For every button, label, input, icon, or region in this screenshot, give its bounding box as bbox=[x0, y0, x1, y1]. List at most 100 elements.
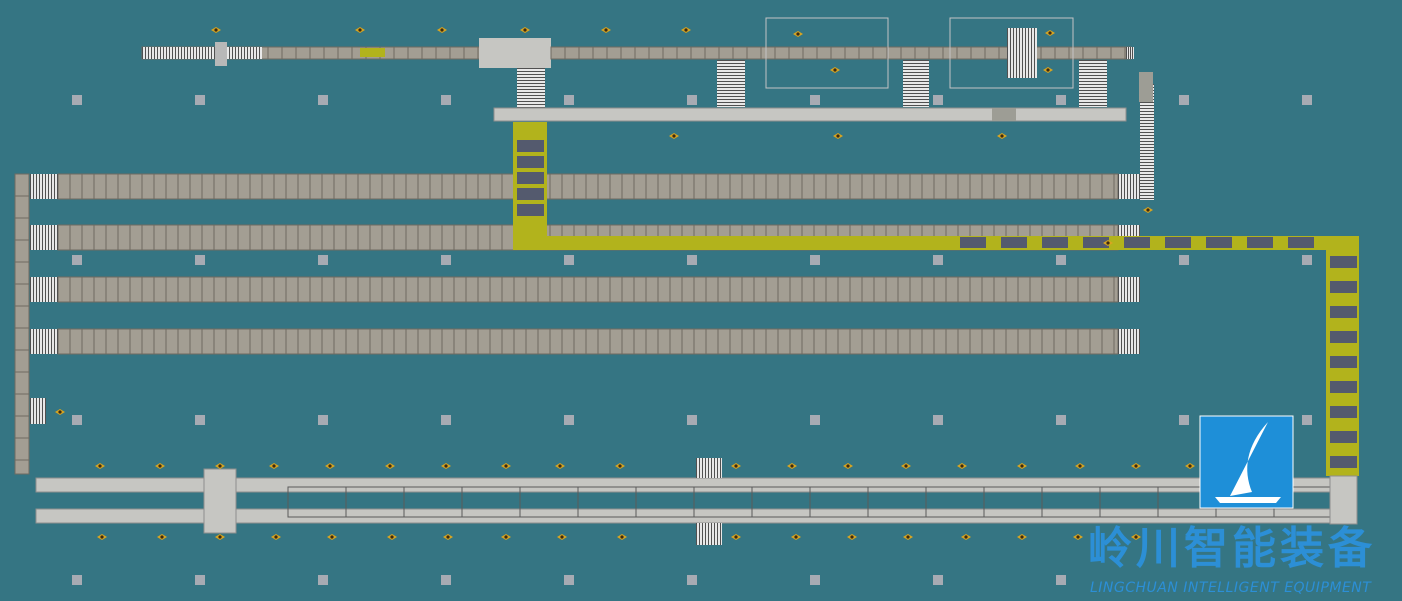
bottom-bottom-roller-stripe bbox=[702, 523, 703, 545]
transfer-roller-1-stripe bbox=[517, 104, 545, 105]
operator-icon-head bbox=[618, 464, 622, 468]
operator-icon-head bbox=[504, 464, 508, 468]
pillar bbox=[72, 415, 82, 425]
operator-icon-head bbox=[218, 535, 222, 539]
top-line-roller-section-stripe bbox=[187, 47, 188, 59]
logo-badge bbox=[1199, 415, 1294, 509]
workcell-frame-2 bbox=[949, 17, 1074, 89]
transfer-roller-3-stripe bbox=[903, 72, 929, 73]
right-vertical-roller-stripe bbox=[1140, 186, 1154, 187]
right-vertical-roller-stripe bbox=[1140, 192, 1154, 193]
pillar bbox=[810, 575, 820, 585]
route-carrier bbox=[1330, 406, 1357, 418]
operator-icon-head bbox=[833, 68, 837, 72]
buffer-line-exit-4-stripe bbox=[1121, 329, 1122, 354]
transfer-roller-2-stripe bbox=[717, 66, 745, 67]
buffer-line-1 bbox=[57, 173, 1119, 200]
transfer-roller-1-stripe bbox=[517, 101, 545, 102]
operator-icon-head bbox=[560, 535, 564, 539]
operator-icon-head bbox=[960, 464, 964, 468]
transfer-roller-4-stripe bbox=[1079, 93, 1107, 94]
transfer-roller-1-stripe bbox=[517, 74, 545, 75]
buffer-line-entry-2-stripe bbox=[33, 225, 34, 250]
operator-icon-head bbox=[1134, 535, 1138, 539]
right-vertical-roller-stripe bbox=[1140, 129, 1154, 130]
transfer-roller-3-stripe bbox=[903, 84, 929, 85]
right-vertical-roller-stripe bbox=[1140, 147, 1154, 148]
transfer-roller-3-stripe bbox=[903, 78, 929, 79]
buffer-line-entry-1-stripe bbox=[39, 174, 40, 199]
workcell-roller-table-stripe bbox=[1031, 28, 1032, 78]
pillar bbox=[441, 255, 451, 265]
top-line-roller-section-stripe bbox=[142, 47, 143, 59]
top-line-roller-section-stripe bbox=[259, 47, 260, 59]
transfer-roller-2-stripe bbox=[717, 84, 745, 85]
route-carrier bbox=[517, 156, 544, 168]
pillar bbox=[72, 255, 82, 265]
operator-icon-head bbox=[100, 535, 104, 539]
buffer-line-entry-3-stripe bbox=[36, 277, 37, 302]
company-name-cn: 岭川智能装备 bbox=[1088, 523, 1376, 574]
right-vertical-roller-stripe bbox=[1140, 159, 1154, 160]
right-vertical-roller-stripe bbox=[1140, 111, 1154, 112]
transfer-roller-3-stripe bbox=[903, 96, 929, 97]
top-line-roller-section-stripe bbox=[169, 47, 170, 59]
transfer-roller-2-stripe bbox=[717, 75, 745, 76]
bottom-top-roller-stripe bbox=[705, 458, 706, 478]
buffer-line-entry-2-stripe bbox=[30, 225, 31, 250]
bottom-bottom-roller-stripe bbox=[717, 523, 718, 545]
top-line-roller-section-stripe bbox=[232, 47, 233, 59]
operator-icon-head bbox=[790, 464, 794, 468]
route-carrier bbox=[1165, 237, 1191, 248]
top-line-end-stripe bbox=[1128, 47, 1129, 59]
right-vertical-roller-stripe bbox=[1140, 162, 1154, 163]
operator-icon-head bbox=[734, 464, 738, 468]
right-vertical-roller-stripe bbox=[1140, 177, 1154, 178]
workcell-frame-1 bbox=[765, 17, 889, 89]
right-vertical-roller-stripe bbox=[1140, 105, 1154, 106]
transfer-roller-2-stripe bbox=[717, 99, 745, 100]
top-line-roller-section-stripe bbox=[190, 47, 191, 59]
workcell-roller-table-stripe bbox=[1028, 28, 1029, 78]
top-line-roller-section-stripe bbox=[181, 47, 182, 59]
buffer-line-entry-2-stripe bbox=[39, 225, 40, 250]
bottom-top-roller-stripe bbox=[720, 458, 721, 478]
buffer-line-exit-4-stripe bbox=[1127, 329, 1128, 354]
transfer-roller-4-stripe bbox=[1079, 75, 1107, 76]
buffer-line-entry-3-stripe bbox=[57, 277, 58, 302]
pillar bbox=[318, 95, 328, 105]
buffer-line-entry-1-stripe bbox=[30, 174, 31, 199]
buffer-line-entry-1-stripe bbox=[36, 174, 37, 199]
buffer-line-entry-1-stripe bbox=[54, 174, 55, 199]
pillar bbox=[810, 415, 820, 425]
top-line-roller-section-stripe bbox=[196, 47, 197, 59]
operator-icon-head bbox=[444, 464, 448, 468]
right-vertical-roller-stripe bbox=[1140, 126, 1154, 127]
pillar bbox=[810, 95, 820, 105]
buffer-line-exit-1-stripe bbox=[1133, 174, 1134, 199]
route-carrier bbox=[1330, 456, 1357, 468]
right-vertical-roller-stripe bbox=[1140, 108, 1154, 109]
route-carrier bbox=[1330, 381, 1357, 393]
pillar bbox=[72, 575, 82, 585]
transfer-roller-3-stripe bbox=[903, 105, 929, 106]
buffer-line-entry-1-stripe bbox=[48, 174, 49, 199]
right-vertical-roller-stripe bbox=[1140, 123, 1154, 124]
operator-icon-head bbox=[846, 464, 850, 468]
operator-icon-head bbox=[794, 535, 798, 539]
pillar bbox=[1179, 255, 1189, 265]
right-vertical-block bbox=[1139, 72, 1153, 102]
transfer-roller-1-stripe bbox=[517, 98, 545, 99]
operator-icon-head bbox=[672, 134, 676, 138]
route-carrier bbox=[517, 172, 544, 184]
buffer-line-exit-4 bbox=[1118, 329, 1140, 354]
operator-icon-head bbox=[620, 535, 624, 539]
workcell-roller-table-stripe bbox=[1007, 28, 1008, 78]
operator-icon-head bbox=[328, 464, 332, 468]
top-line-roller-section-stripe bbox=[238, 47, 239, 59]
bottom-bottom-roller-stripe bbox=[696, 523, 697, 545]
route-carrier bbox=[1042, 237, 1068, 248]
transfer-roller-3-stripe bbox=[903, 102, 929, 103]
transfer-roller-2-stripe bbox=[717, 72, 745, 73]
